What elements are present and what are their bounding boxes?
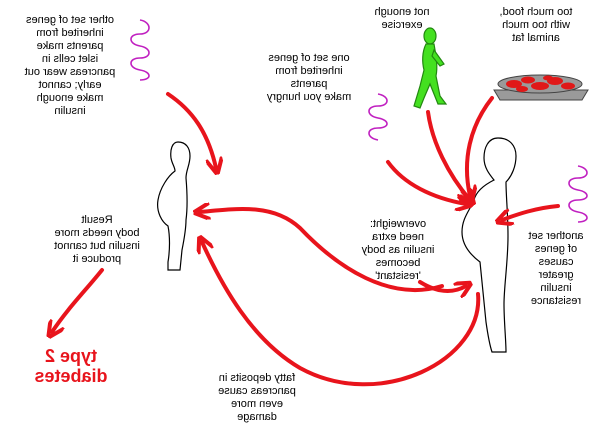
arrow-overweight-to-large-person [418, 280, 466, 291]
label-genes-insulin-resistance: another set of genes causes greater insu… [528, 230, 584, 307]
arrow-food-to-large-person [467, 96, 494, 196]
fatty-food-plate-icon [493, 74, 589, 101]
label-not-enough-exercise: not enough exercise [374, 6, 430, 31]
arrow-islet-genes-to-small-person [166, 92, 216, 168]
small-person-outline [157, 141, 191, 271]
gene-coil-middle [368, 93, 388, 141]
label-type-2-diabetes: type 2 diabetes [34, 346, 108, 386]
arrow-fatty-deposits-loop [202, 242, 481, 387]
arrow-hungry-genes-to-large-person [386, 160, 466, 204]
arrow-result-to-type2 [52, 268, 104, 332]
label-genes-islet-cells: other set of genes inherited from parent… [24, 14, 116, 117]
gene-coil-top-left [130, 19, 150, 81]
label-genes-hungry: one set of genes inherited from parents … [266, 52, 352, 103]
arrow-exercise-to-large-person [426, 110, 470, 200]
label-result: Result body needs more insulin but canno… [54, 214, 140, 265]
gene-coil-right [568, 165, 588, 223]
arrow-large-person-to-small-person [200, 209, 444, 292]
label-fatty-deposits: fatty deposits in pancreas cause even mo… [218, 372, 296, 423]
walking-figure-icon [413, 27, 448, 109]
arrow-resistance-genes-to-large-person [502, 204, 560, 220]
large-person-outline [461, 137, 517, 353]
label-too-much-food: too much food, with too much animal fat [499, 6, 573, 44]
label-overweight: overweight: need extra insulin as body b… [361, 218, 435, 282]
